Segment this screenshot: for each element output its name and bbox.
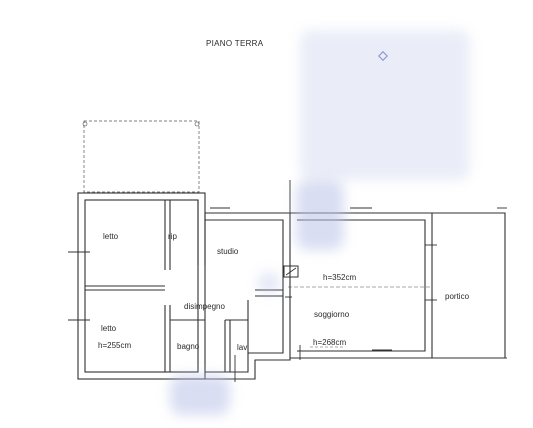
stair-symbol-diagonal xyxy=(285,267,297,276)
room-label-portico: portico xyxy=(445,292,470,301)
terrace-post-right xyxy=(194,121,200,127)
openings xyxy=(68,180,507,382)
terrace-post-left xyxy=(82,121,88,127)
dashed-terrace-outline xyxy=(83,120,200,193)
walls xyxy=(77,192,506,380)
room-label-studio: studio xyxy=(217,247,239,256)
room-label-letto-top: letto xyxy=(103,232,119,241)
height-label-soggiorno-bottom: h=268cm xyxy=(313,338,347,347)
room-label-disimpegno: disimpegno xyxy=(184,302,225,311)
room-label-rip: rip xyxy=(168,232,177,241)
room-label-lav: lav xyxy=(237,343,248,352)
plan-title: PIANO TERRA xyxy=(206,39,264,48)
watermark-blur-mid xyxy=(296,180,344,250)
room-label-soggiorno: soggiorno xyxy=(314,310,350,319)
room-label-bagno: bagno xyxy=(177,342,200,351)
watermark-blur-bottom xyxy=(170,375,230,415)
watermark-blur-top xyxy=(300,30,470,180)
stair-symbol xyxy=(283,265,299,278)
height-label-soggiorno-top: h=352cm xyxy=(323,273,357,282)
room-label-letto-bottom: letto xyxy=(101,324,117,333)
watermark-blur-small xyxy=(258,272,280,294)
height-label-letto: h=255cm xyxy=(98,341,132,350)
marker-square xyxy=(378,51,388,61)
